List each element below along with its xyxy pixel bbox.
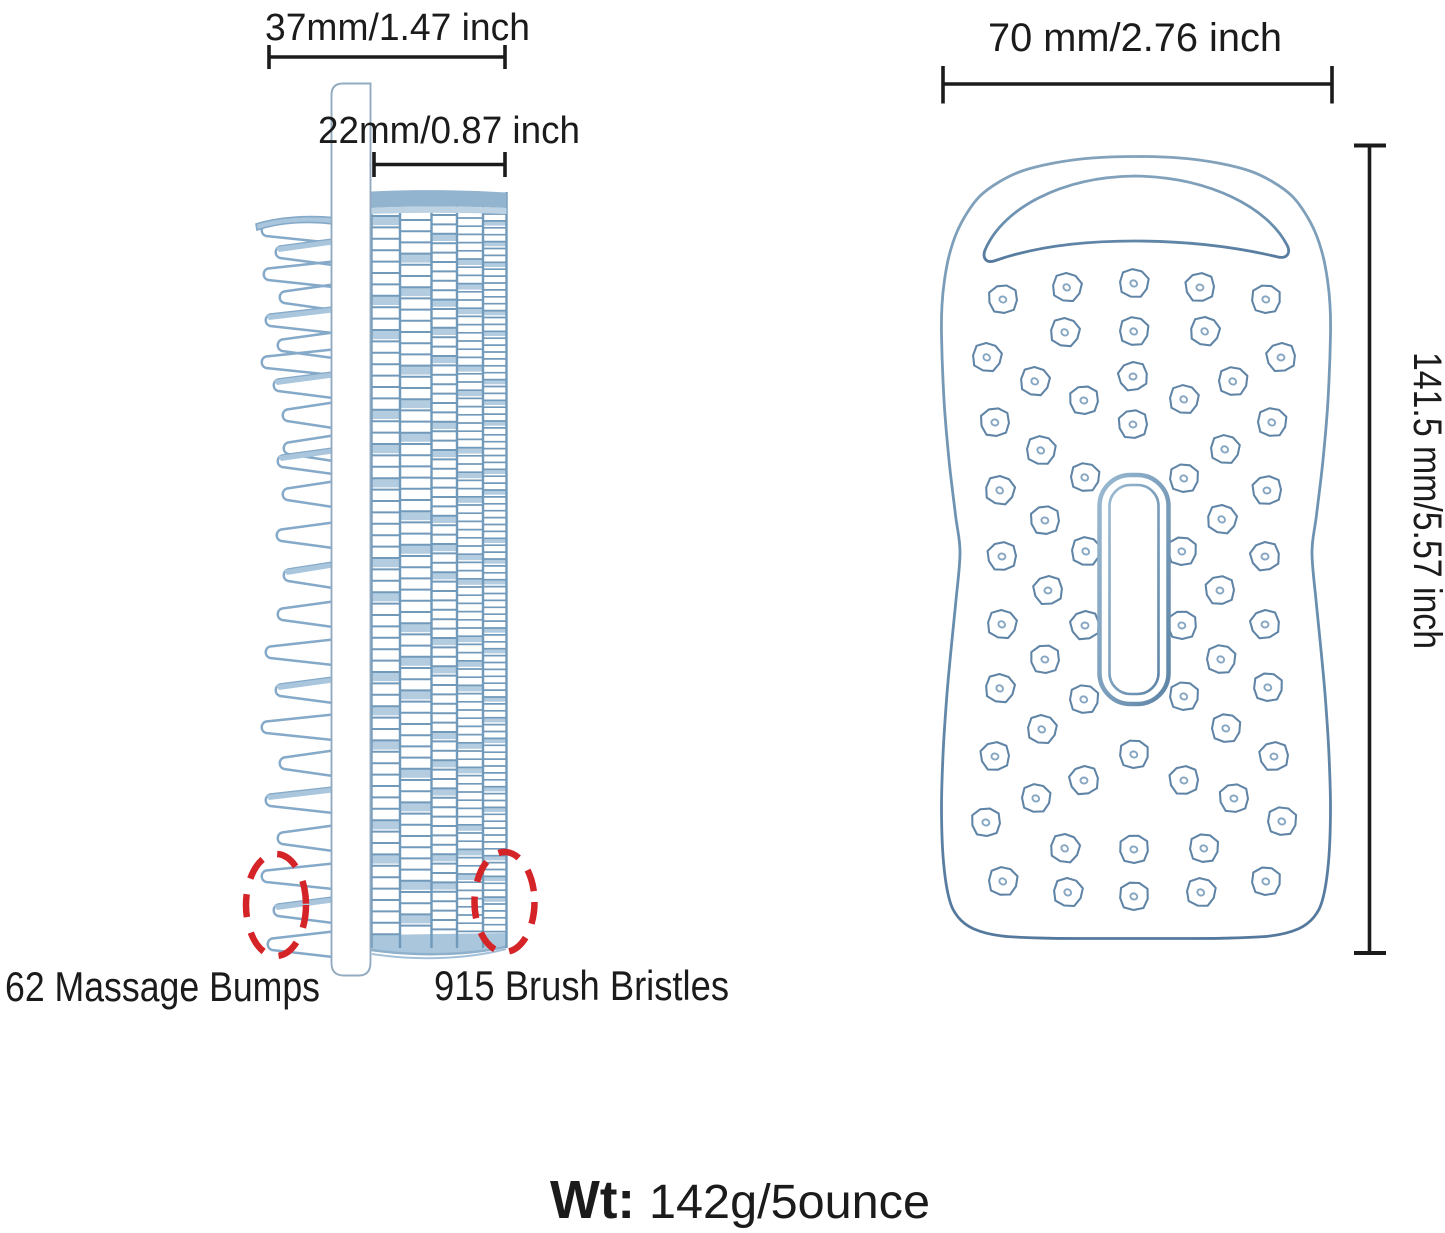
svg-text:22mm/0.87 inch: 22mm/0.87 inch	[318, 110, 580, 152]
svg-text:141.5 mm/5.57 inch: 141.5 mm/5.57 inch	[1405, 352, 1445, 649]
svg-text:37mm/1.47 inch: 37mm/1.47 inch	[265, 7, 530, 49]
svg-text:915 Brush Bristles: 915 Brush Bristles	[434, 962, 729, 1009]
svg-text:142g/5ounce: 142g/5ounce	[649, 1176, 930, 1228]
svg-text:62 Massage Bumps: 62 Massage Bumps	[5, 963, 320, 1010]
svg-text:Wt:: Wt:	[550, 1170, 635, 1228]
svg-text:70 mm/2.76 inch: 70 mm/2.76 inch	[988, 16, 1282, 60]
